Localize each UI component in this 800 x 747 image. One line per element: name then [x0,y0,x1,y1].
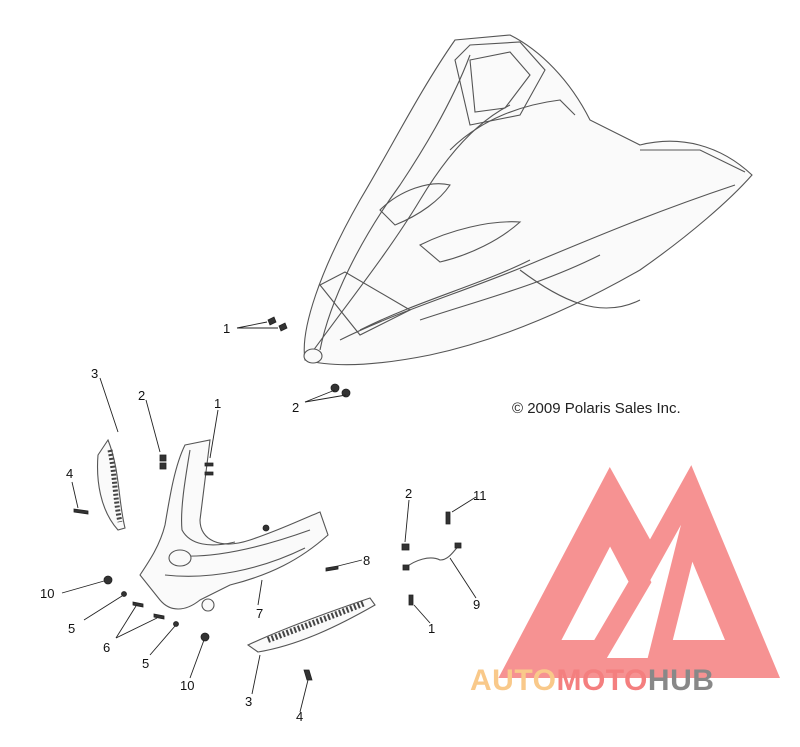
callout-4-left: 4 [66,466,73,481]
callout-1-right: 1 [428,621,435,636]
callout-2-hood: 2 [292,400,299,415]
screw-1-right [408,594,414,606]
right-fasteners [401,511,462,606]
screw-8 [325,565,339,572]
left-grille [97,438,126,531]
hood-center-ridge [309,104,511,356]
svg-text:AUTOMOTOHUB: AUTOMOTOHUB [470,664,714,697]
nut-2-left [159,454,167,462]
watermark-hub: HUB [648,664,715,697]
nut-10-left [103,575,113,585]
hood-front-grommet [303,348,323,364]
bumper-bracket [201,598,215,612]
screw-1a [267,316,277,326]
callout-1-hood: 1 [223,321,230,336]
callout-10-left: 10 [40,586,54,601]
nut-2a [330,383,340,393]
callout-1-left: 1 [214,396,221,411]
hood-assembly [303,34,753,366]
callout-11: 11 [473,488,487,503]
screw-1b [278,322,288,332]
copyright-text: © 2009 Polaris Sales Inc. [512,400,681,417]
bolt-6b [153,613,165,620]
nut-10-mid [200,632,210,642]
washer-5-left [121,591,127,597]
leader-lines [61,321,477,713]
screw-11 [445,511,451,525]
screw-4-bottom [303,669,313,681]
callout-2-right: 2 [405,486,412,501]
callout-4-bottom: 4 [296,709,303,724]
callout-5-left: 5 [68,621,75,636]
watermark-logo [498,465,780,678]
washer-5-mid [173,621,179,627]
screw-4-left [73,508,89,515]
callout-7: 7 [256,606,263,621]
callout-8: 8 [363,553,370,568]
callout-3-left: 3 [91,366,98,381]
nut-2-right [401,543,410,551]
callout-5-mid: 5 [142,656,149,671]
watermark-moto: MOTO [556,664,647,697]
bumper-frame [139,439,329,610]
callout-10-mid: 10 [180,678,194,693]
callout-6: 6 [103,640,110,655]
screw-1-left [204,462,214,476]
hood-outer-shell [303,34,753,366]
logo-triangle-icon [498,465,780,678]
bumper-hole [168,549,192,567]
wire-harness-9 [404,544,461,569]
watermark-auto: AUTO [470,664,556,697]
bottom-grille [246,597,376,681]
left-fasteners [73,454,339,642]
callout-3-bottom: 3 [245,694,252,709]
callout-9: 9 [473,597,480,612]
hood-fasteners [267,316,351,398]
callout-numbers: 1 2 3 2 1 4 10 5 6 5 10 7 8 2 11 9 1 3 4 [40,321,487,724]
callout-2-left: 2 [138,388,145,403]
bolt-6a [132,601,144,608]
lower-bumper [139,439,329,612]
